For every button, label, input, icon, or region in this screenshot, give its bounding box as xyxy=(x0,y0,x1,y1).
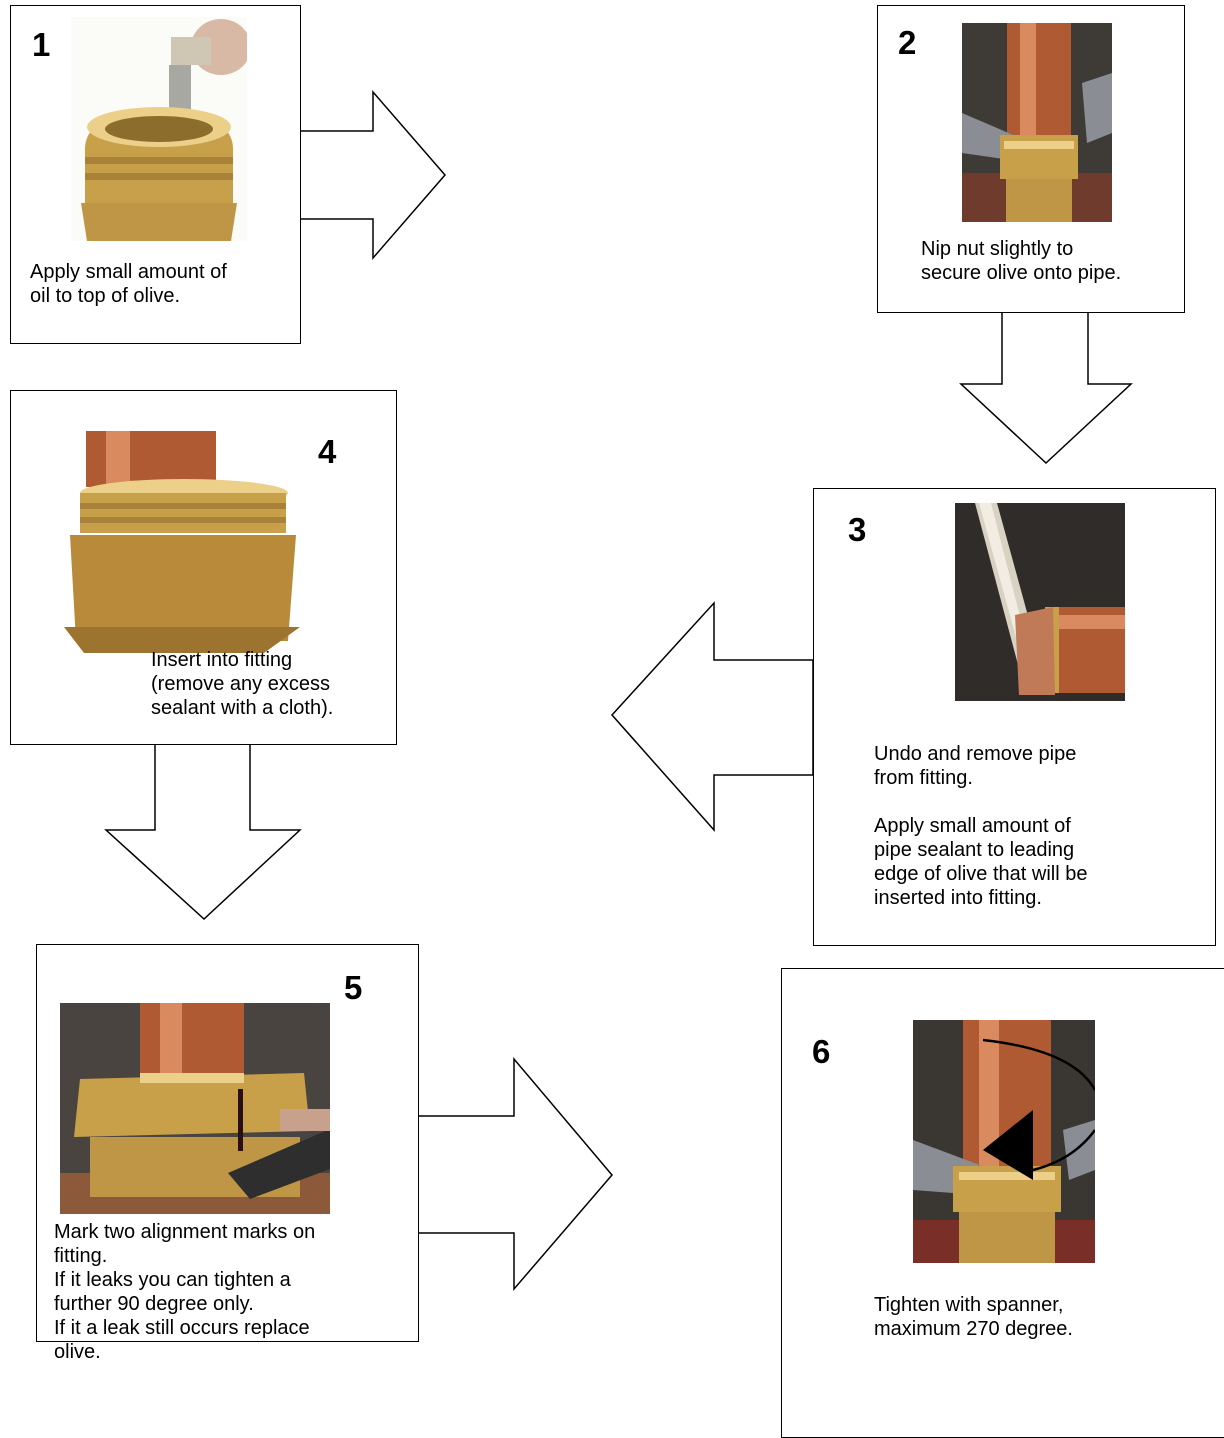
arrow-left-3-to-4 xyxy=(612,603,813,830)
step-2-box: 2 Nip nut slightly to secure olive onto … xyxy=(877,5,1185,313)
step-1-text: Apply small amount of oil to top of oliv… xyxy=(30,260,290,308)
spanner-tighten-rotation-photo xyxy=(913,1020,1095,1263)
step-6-text: Tighten with spanner, maximum 270 degree… xyxy=(874,1293,1174,1341)
step-3-box: 3 Undo and remove pipe from fitting. App… xyxy=(813,488,1216,946)
arrow-right-1-to-2 xyxy=(300,92,445,258)
step-4-text: Insert into fitting (remove any excess s… xyxy=(151,648,391,720)
arrow-down-4-to-5 xyxy=(106,744,300,919)
step-3-text: Undo and remove pipe from fitting. Apply… xyxy=(874,742,1194,910)
step-6-number: 6 xyxy=(812,1035,830,1068)
spanner-nipping-nut-photo xyxy=(962,23,1112,222)
step-4-box: 4 Insert into fitting (remove any excess… xyxy=(10,390,397,745)
sealant-brush-on-olive-photo xyxy=(955,495,1125,701)
step-5-box: 5 Mark two alignment marks on fitting. I… xyxy=(36,944,419,1342)
step-6-box: 6 Tighten with spanner, maximum 270 degr… xyxy=(781,968,1224,1438)
step-5-number: 5 xyxy=(344,971,362,1004)
oil-applicator-on-olive-photo xyxy=(71,17,247,241)
pipe-in-fitting-photo xyxy=(64,431,300,653)
step-1-number: 1 xyxy=(32,28,50,61)
step-4-number: 4 xyxy=(318,435,336,468)
step-2-number: 2 xyxy=(898,26,916,59)
step-5-text: Mark two alignment marks on fitting. If … xyxy=(54,1220,404,1364)
step-3-number: 3 xyxy=(848,513,866,546)
arrow-down-2-to-3 xyxy=(961,312,1131,463)
arrow-right-5-to-6 xyxy=(418,1059,612,1289)
marker-alignment-marks-photo xyxy=(60,1003,330,1214)
step-1-box: 1 Apply small amount of oil to top of ol… xyxy=(10,5,301,344)
step-2-text: Nip nut slightly to secure olive onto pi… xyxy=(921,237,1181,285)
